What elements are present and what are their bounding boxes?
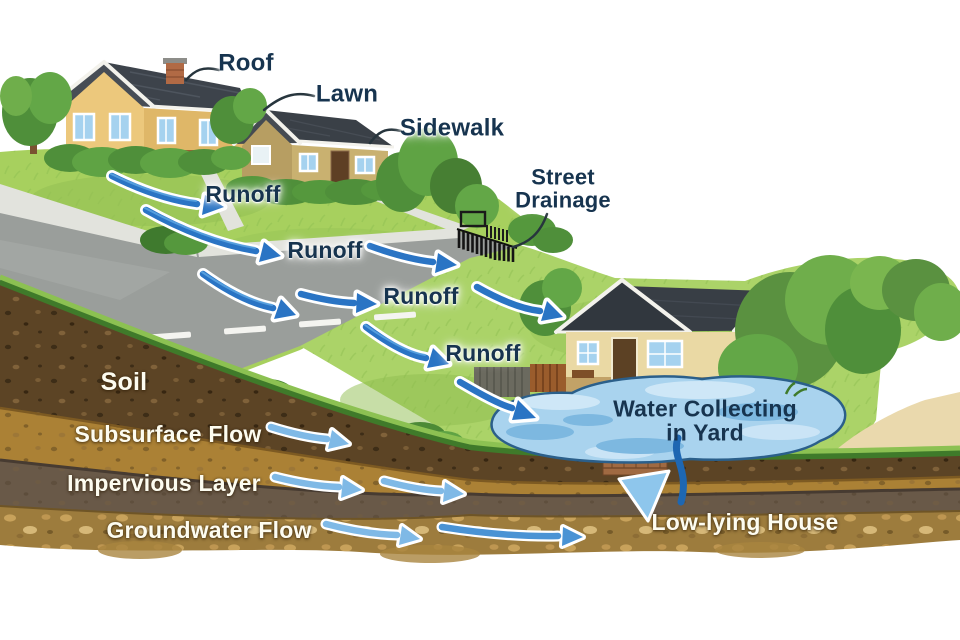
pond	[490, 375, 847, 464]
runoff-arrow-icon-2	[140, 204, 285, 266]
house-2-gable-window	[251, 145, 271, 165]
house-2-windows	[298, 152, 376, 175]
lane-markings	[148, 311, 417, 341]
grass-tuft	[784, 381, 808, 397]
house-1-windows	[72, 112, 219, 147]
groundwater-flow-arrow-icon-2	[436, 521, 586, 549]
bench	[572, 370, 594, 378]
sidewalk-leader-line	[368, 128, 403, 145]
impervious-flow-arrow-icon-1	[269, 471, 365, 501]
runoff-arrow-icon-1	[106, 170, 228, 219]
runoff-label-4: Runoff	[445, 340, 521, 367]
runoff-arrow-icon-5	[295, 288, 381, 317]
soil-label: Soil	[100, 368, 148, 397]
water-collecting-label: Water Collecting in Yard	[613, 397, 797, 444]
sidewalk-label: Sidewalk	[399, 114, 505, 142]
roof-label: Roof	[218, 49, 274, 77]
infiltration-channel	[673, 434, 687, 506]
street-drainage-label-line2: Drainage	[515, 187, 611, 212]
chimney-cap	[163, 58, 187, 64]
groundwater-flow-label: Groundwater Flow	[106, 517, 312, 544]
walkway-house-1	[196, 164, 244, 231]
runoff-arrow-icon-7	[360, 321, 453, 372]
street-drainage-leader-line	[511, 212, 549, 249]
seepage-arrow-icon	[617, 469, 671, 523]
impervious-layer-label: Impervious Layer	[67, 470, 261, 497]
lawn-leader-line	[262, 92, 316, 112]
subsurface-flow-label: Subsurface Flow	[74, 421, 262, 448]
street-drainage-label: Street Drainage	[515, 166, 611, 211]
lawn-label: Lawn	[315, 80, 379, 108]
subsurface-flow-arrow-icon	[265, 421, 352, 452]
runoff-arrow-icon-3	[364, 240, 461, 277]
runoff-arrow-icon-8	[454, 376, 540, 424]
roof-leader-line	[184, 67, 221, 82]
runoff-arrow-icon-4	[197, 268, 300, 323]
house-2	[232, 108, 395, 193]
groundwater-flow-arrow-icon-1	[320, 518, 423, 548]
water-collecting-label-line2: in Yard	[666, 419, 744, 445]
runoff-label-1: Runoff	[205, 181, 281, 208]
runoff-label-3: Runoff	[383, 283, 459, 310]
street-drain-grate	[456, 210, 518, 262]
water-collecting-label-line1: Water Collecting	[613, 395, 797, 422]
street-drainage-label-line1: Street	[531, 164, 595, 190]
low-lying-house-label: Low-lying House	[651, 509, 839, 536]
runoff-arrow-icon-6	[471, 281, 567, 325]
impervious-flow-arrow-icon-2	[378, 475, 467, 505]
runoff-label-2: Runoff	[287, 237, 363, 264]
chimney	[166, 63, 184, 84]
